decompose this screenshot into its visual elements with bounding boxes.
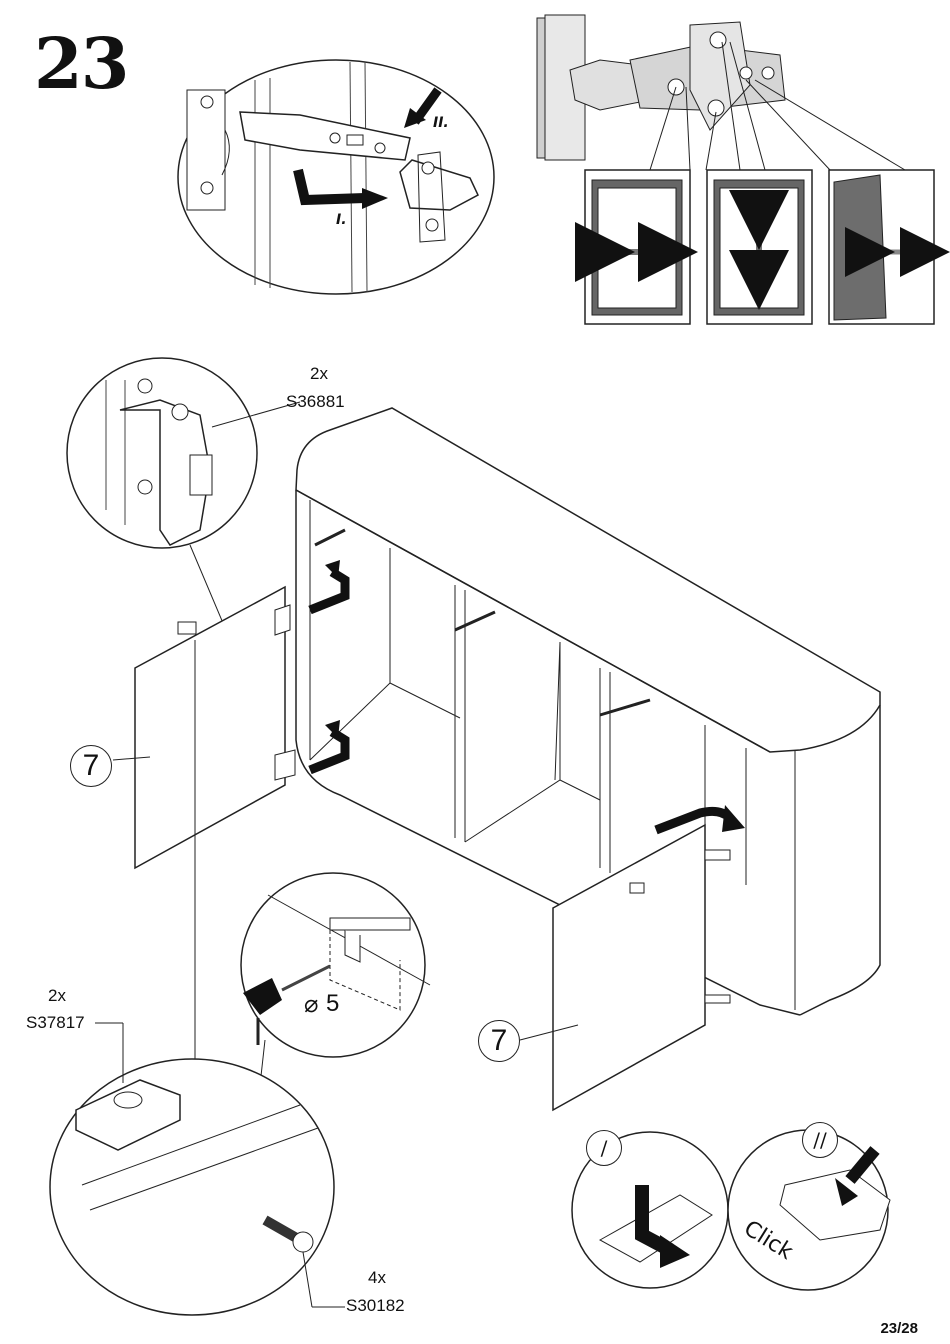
- hinge-part-code: S36881: [286, 392, 345, 411]
- left-door-part-label: 7: [70, 745, 112, 787]
- drill-diameter-symbol: ⌀: [304, 991, 319, 1018]
- drill-detail-circle: [240, 872, 431, 1185]
- page-indicator: 23/28: [880, 1320, 918, 1337]
- hinge-callout-circle: [66, 357, 301, 766]
- left-door-panel: [112, 585, 296, 1075]
- drill-diameter-value: 5: [326, 990, 340, 1017]
- clip-step-one-badge: /: [586, 1130, 622, 1166]
- clip-step-circles: [571, 1129, 891, 1291]
- hinge-adjustment-detail: [536, 14, 950, 325]
- plate-part-code: S37817: [26, 1013, 85, 1032]
- screw-part-code: S30182: [346, 1296, 405, 1315]
- step-number: 23: [34, 22, 129, 105]
- hinge-step-two: II.: [433, 115, 449, 131]
- clip-step-two-badge: //: [802, 1122, 838, 1158]
- plate-detail-ellipse: [49, 1022, 345, 1316]
- right-door-panel: [519, 823, 731, 1112]
- screw-quantity: 4x: [368, 1268, 386, 1287]
- hinge-step-one: I.: [336, 212, 347, 228]
- hinge-detail-ellipse: [177, 59, 495, 295]
- plate-quantity: 2x: [48, 986, 66, 1005]
- hinge-quantity: 2x: [310, 364, 328, 383]
- sideboard-cabinet: [295, 407, 881, 1016]
- right-door-part-label: 7: [478, 1020, 520, 1062]
